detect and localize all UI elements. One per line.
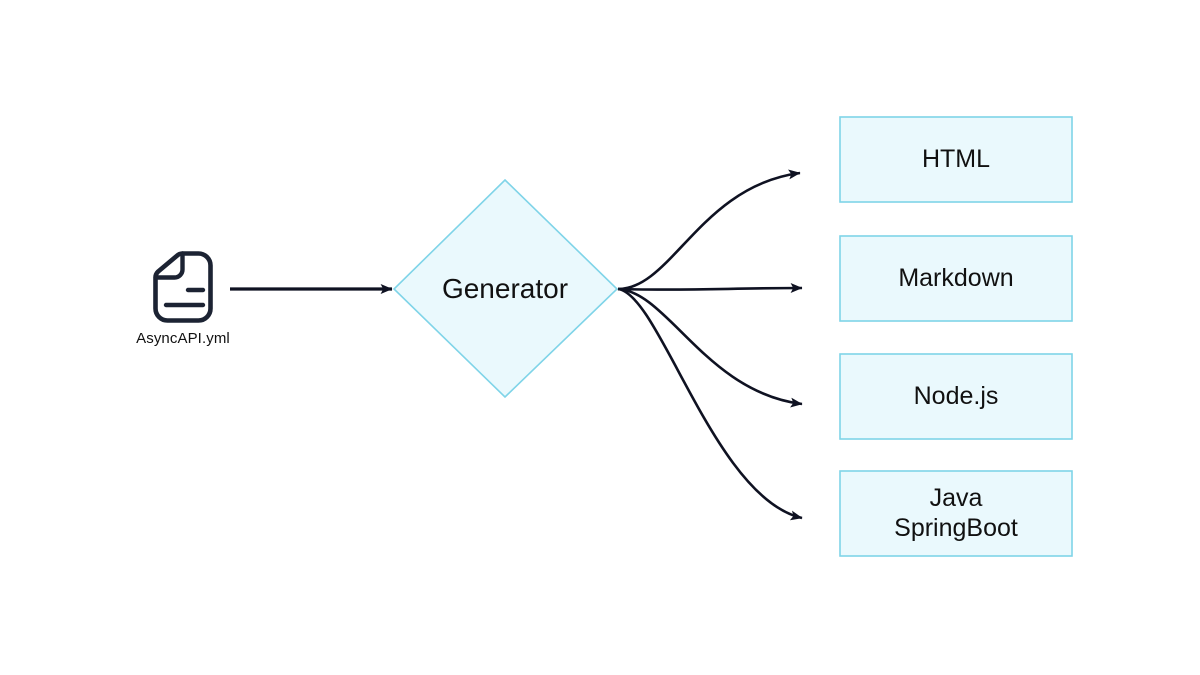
connector-generator-to-markdown: [617, 283, 803, 294]
output-box-nodejs[interactable]: [839, 353, 1073, 440]
output-box-markdown[interactable]: [839, 235, 1073, 322]
output-box-html[interactable]: [839, 116, 1073, 203]
connector-generator-to-nodejs: [617, 287, 803, 408]
document-file-icon: [153, 251, 213, 323]
connector-generator-to-java-springboot: [617, 287, 803, 521]
connector-generator-to-html: [617, 169, 801, 291]
generator-diamond-shape[interactable]: [392, 178, 619, 399]
output-box-java-springboot[interactable]: [839, 470, 1073, 557]
